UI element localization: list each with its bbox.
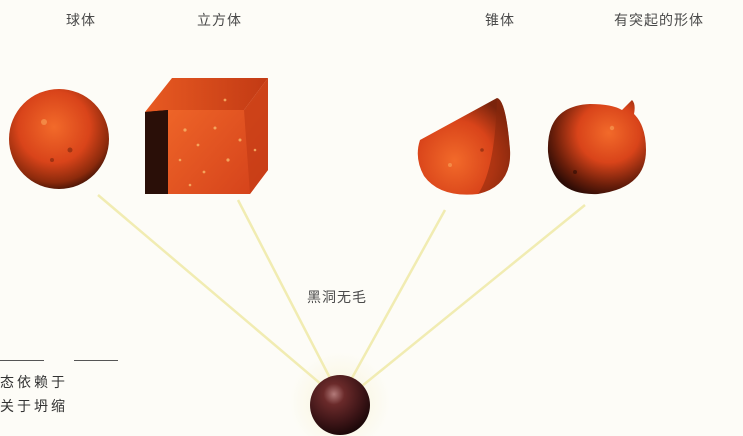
- cube-shape: [145, 78, 268, 194]
- black-hole: [290, 352, 390, 436]
- ray-from-cube: [236, 199, 332, 379]
- side-text-line-1: 态依赖于: [0, 375, 68, 391]
- label-bumpy-shape: 有突起的形体: [614, 13, 704, 29]
- sphere-shape: [9, 89, 109, 189]
- side-text-line-2: 关于坍缩: [0, 399, 68, 415]
- label-sphere: 球体: [66, 13, 96, 29]
- label-no-hair-theorem: 黑洞无毛: [307, 290, 367, 306]
- divider-line: [74, 360, 118, 361]
- convergence-rays: [97, 194, 586, 387]
- bumpy-shape: [547, 100, 646, 195]
- label-cube: 立方体: [197, 13, 242, 29]
- cone-shape: [417, 98, 511, 195]
- ray-from-cone: [350, 209, 447, 379]
- ray-from-sphere: [97, 194, 323, 386]
- divider-line: [0, 360, 44, 361]
- ray-from-bumpy-shape: [361, 204, 586, 387]
- label-cone: 锥体: [485, 13, 515, 29]
